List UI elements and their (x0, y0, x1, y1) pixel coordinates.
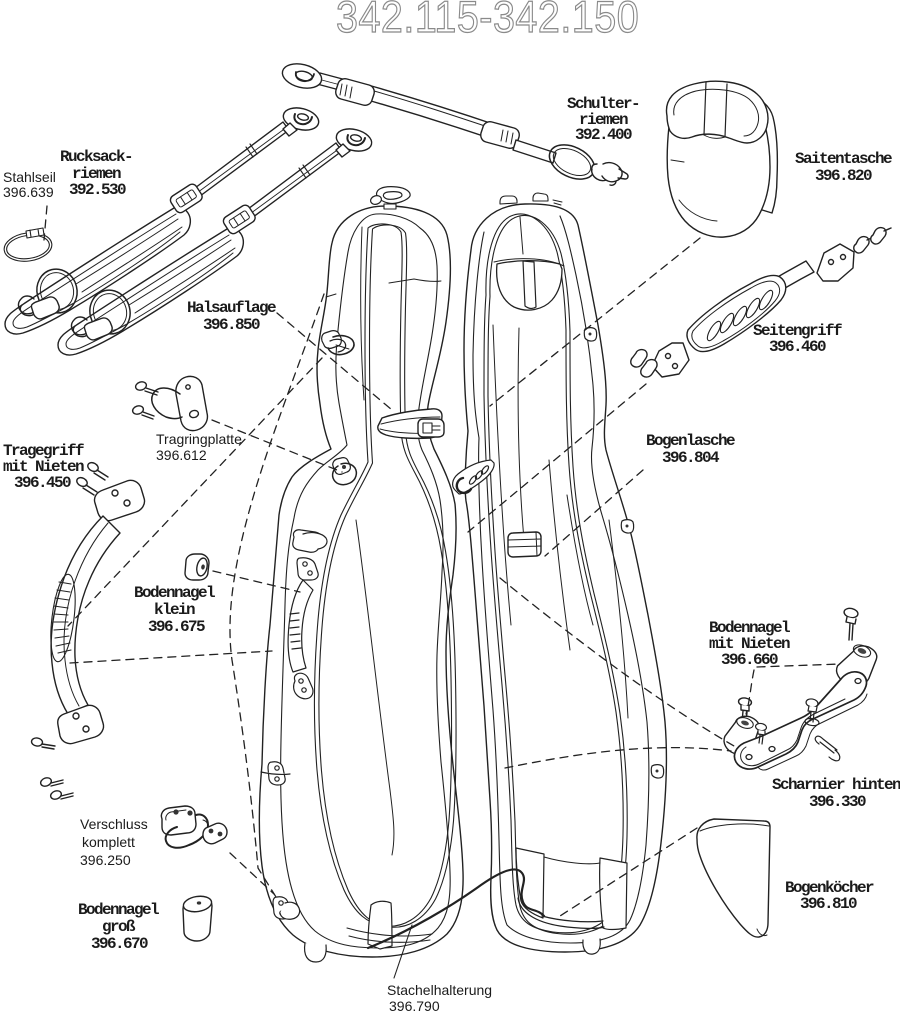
svg-text:Bodennagel: Bodennagel (78, 901, 159, 919)
svg-text:groß: groß (102, 918, 136, 936)
svg-text:396.330: 396.330 (809, 793, 866, 811)
svg-text:Bodennagel: Bodennagel (134, 584, 215, 602)
svg-text:392.530: 392.530 (69, 181, 126, 199)
svg-text:396.450: 396.450 (14, 474, 71, 492)
svg-text:396.612: 396.612 (156, 447, 207, 463)
svg-text:komplett: komplett (82, 834, 135, 850)
svg-text:Seitengriff: Seitengriff (753, 322, 842, 340)
svg-text:396.820: 396.820 (815, 167, 872, 185)
svg-text:klein: klein (154, 601, 195, 619)
svg-text:396.850: 396.850 (203, 316, 260, 334)
svg-text:396.804: 396.804 (662, 449, 720, 467)
svg-text:396.675: 396.675 (148, 618, 205, 636)
svg-text:Saitentasche: Saitentasche (795, 150, 892, 168)
svg-text:mit Nieten: mit Nieten (709, 635, 790, 653)
svg-text:riemen: riemen (579, 111, 628, 129)
svg-text:mit Nieten: mit Nieten (3, 458, 84, 476)
svg-text:Stachelhalterung: Stachelhalterung (387, 982, 492, 998)
svg-text:Scharnier hinten: Scharnier hinten (772, 776, 900, 794)
svg-text:396.790: 396.790 (389, 998, 440, 1014)
svg-text:Rucksack-: Rucksack- (60, 148, 132, 166)
svg-text:Stahlseil: Stahlseil (3, 169, 56, 185)
svg-text:Bogenköcher: Bogenköcher (785, 879, 874, 897)
svg-text:396.460: 396.460 (769, 338, 826, 356)
svg-text:Schulter-: Schulter- (567, 95, 639, 113)
svg-text:Halsauflage: Halsauflage (187, 299, 276, 317)
svg-text:396.639: 396.639 (3, 184, 54, 200)
svg-text:riemen: riemen (72, 165, 121, 183)
svg-text:342.115-342.150: 342.115-342.150 (336, 0, 639, 41)
svg-text:Tragringplatte: Tragringplatte (156, 431, 242, 447)
svg-text:Verschluss: Verschluss (80, 816, 148, 832)
svg-text:Bodennagel: Bodennagel (709, 619, 790, 637)
svg-text:392.400: 392.400 (575, 126, 632, 144)
svg-text:396.810: 396.810 (800, 895, 857, 913)
svg-text:396.670: 396.670 (91, 935, 148, 953)
svg-text:396.660: 396.660 (721, 651, 778, 669)
svg-text:Tragegriff: Tragegriff (3, 442, 84, 460)
svg-text:Bogenlasche: Bogenlasche (646, 432, 735, 450)
svg-text:396.250: 396.250 (80, 852, 131, 868)
